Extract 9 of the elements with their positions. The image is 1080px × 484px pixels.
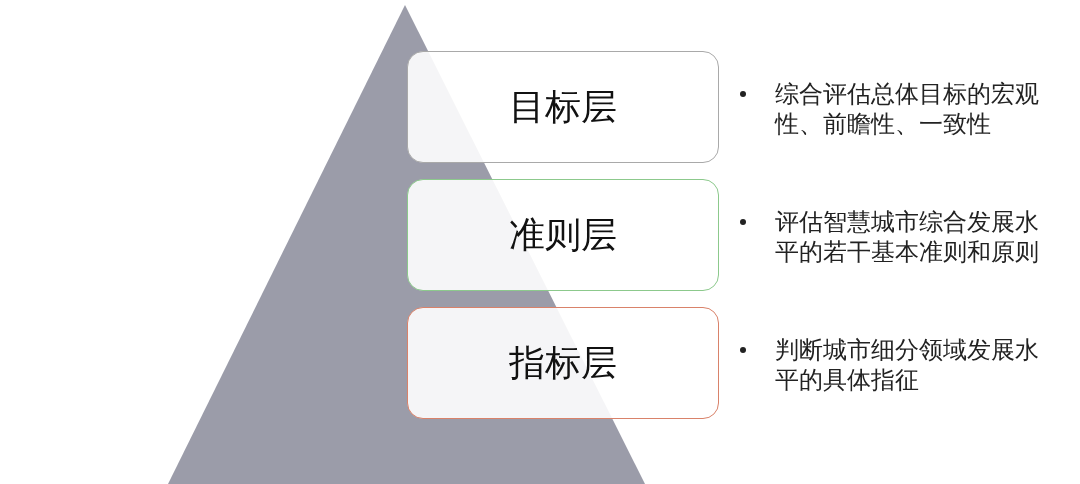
- layer-description: 评估智慧城市综合发展水平的若干基本准则和原则: [775, 207, 1040, 267]
- layer-box: [407, 307, 719, 419]
- layer-description: 综合评估总体目标的宏观性、前瞻性、一致性: [775, 79, 1040, 139]
- layer-box: [407, 51, 719, 163]
- layer-title: 准则层: [509, 212, 617, 257]
- layer-description: 判断城市细分领域发展水平的具体指征: [775, 335, 1040, 395]
- layer-title: 目标层: [509, 84, 617, 129]
- layer-box: [407, 179, 719, 291]
- layer-title: 指标层: [509, 340, 617, 385]
